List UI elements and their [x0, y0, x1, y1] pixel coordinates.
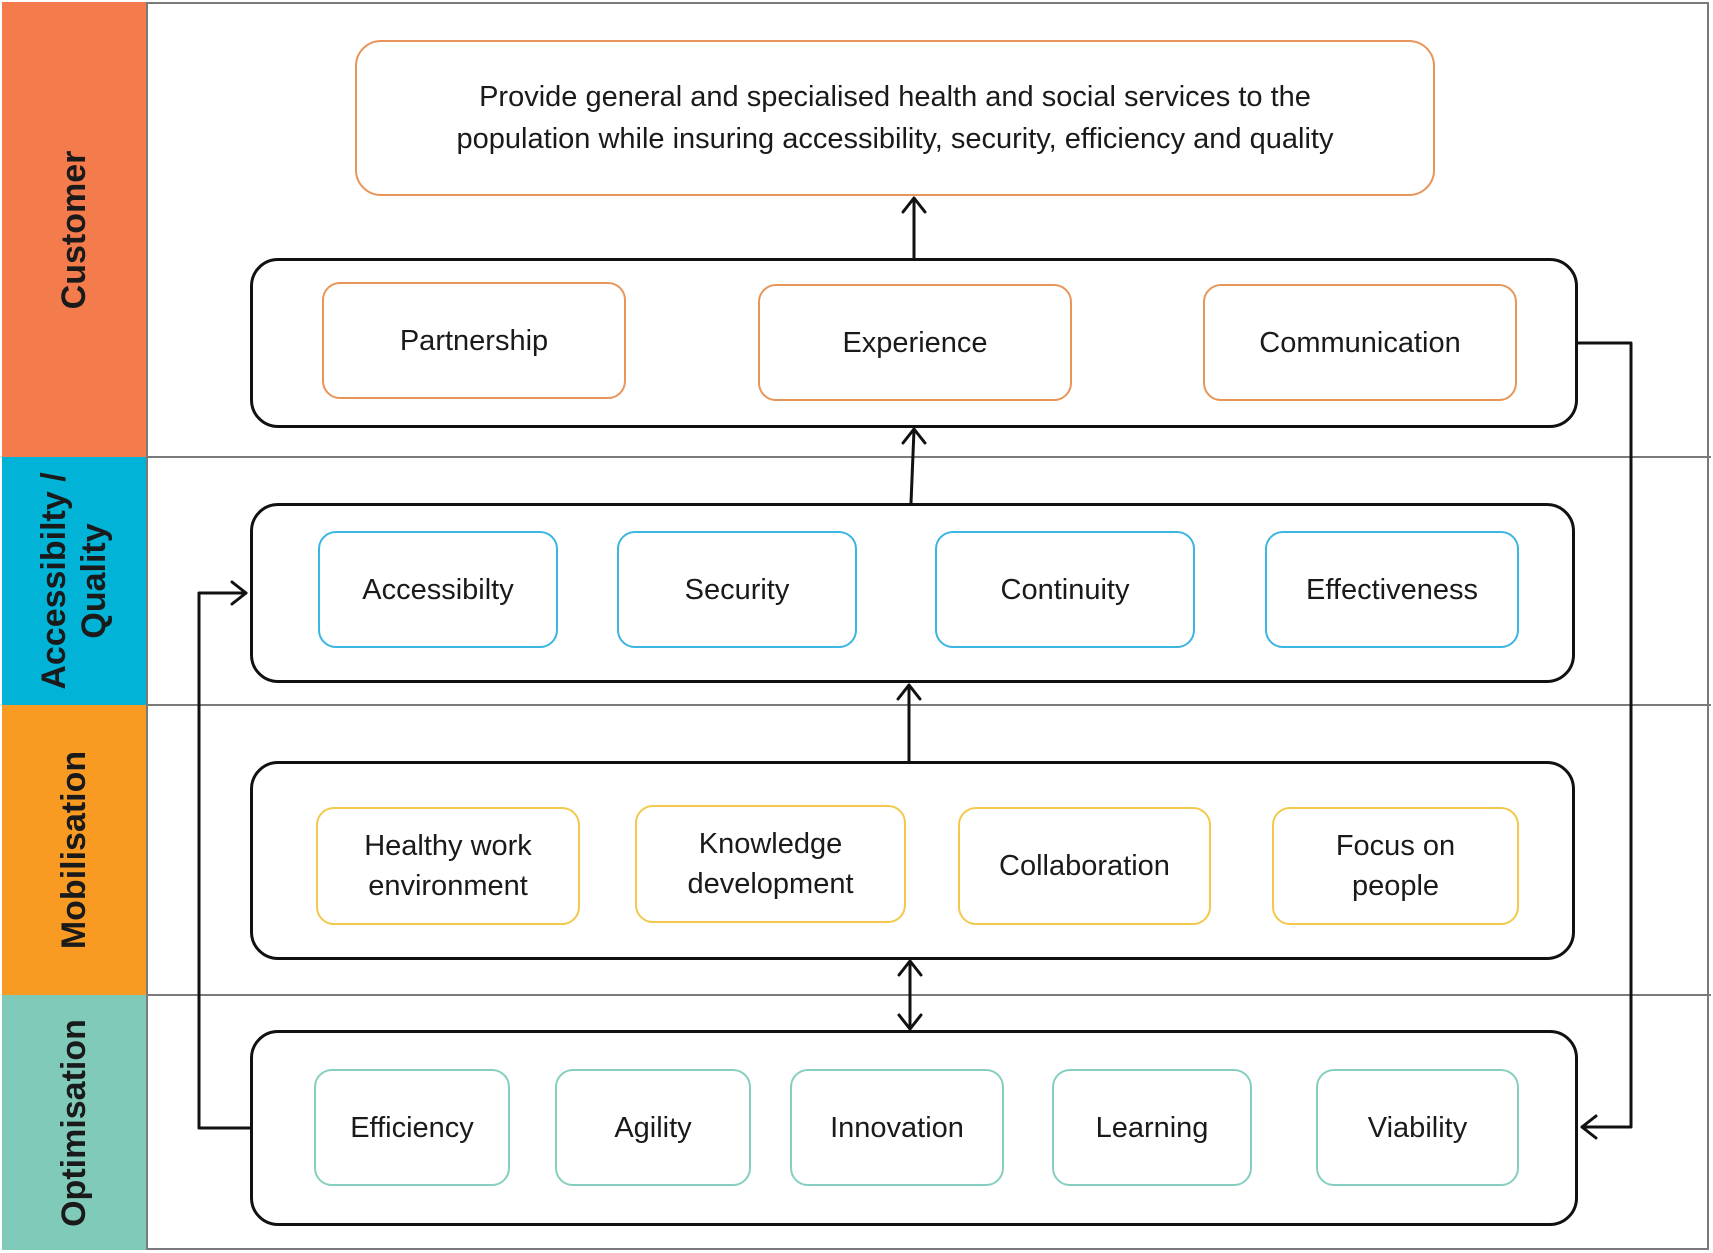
item-partnership: Partnership	[322, 282, 626, 399]
item-collaboration: Collaboration	[958, 807, 1211, 925]
item-innovation: Innovation	[790, 1069, 1004, 1186]
item-effectiveness: Effectiveness	[1265, 531, 1519, 648]
goal-box: Provide general and specialised health a…	[355, 40, 1435, 196]
item-label: Collaboration	[999, 850, 1170, 882]
item-security: Security	[617, 531, 857, 648]
item-agility: Agility	[555, 1069, 751, 1186]
arrow-mobilisation-optimisation-bidirectional	[897, 959, 923, 1031]
arrow-optimisation-to-accessibility	[197, 580, 252, 1130]
lane-optimisation: Optimisation	[2, 995, 148, 1250]
item-label-line: Healthy work	[364, 830, 532, 862]
lane-customer: Customer	[2, 2, 148, 457]
lane-accessibility-quality: Accessibilty / Quality	[2, 457, 148, 705]
item-label: Effectiveness	[1306, 573, 1478, 606]
item-label: Accessibilty	[362, 573, 514, 606]
lane-divider	[148, 456, 1711, 458]
item-label: Partnership	[399, 324, 549, 357]
item-label: Continuity	[1000, 573, 1130, 606]
item-continuity: Continuity	[935, 531, 1195, 648]
item-healthy-work-environment: Healthy work environment	[316, 807, 580, 925]
item-label: Efficiency	[350, 1111, 474, 1144]
item-learning: Learning	[1052, 1069, 1252, 1186]
item-label-line: Focus on	[1335, 830, 1456, 862]
arrow-communication-to-optimisation	[1576, 341, 1633, 1140]
item-label: Experience	[842, 326, 988, 359]
item-communication: Communication	[1203, 284, 1517, 401]
goal-text-line: population while insuring accessibility,…	[456, 123, 1334, 155]
arrow-customer-to-goal	[901, 196, 927, 260]
item-label: Viability	[1367, 1111, 1468, 1144]
item-knowledge-development: Knowledge development	[635, 805, 906, 923]
lane-divider	[148, 994, 1711, 996]
item-label: Learning	[1095, 1111, 1209, 1144]
item-label: Communication	[1259, 326, 1461, 359]
item-label-line: Knowledge	[698, 828, 843, 860]
lane-divider	[148, 704, 1711, 706]
item-label: Security	[684, 573, 790, 606]
lane-mobilisation: Mobilisation	[2, 705, 148, 995]
item-label-line: people	[1351, 870, 1440, 902]
item-label-line: development	[687, 868, 854, 900]
goal-text-line: Provide general and specialised health a…	[479, 81, 1311, 113]
item-accessibilty: Accessibilty	[318, 531, 558, 648]
item-label-line: environment	[368, 870, 528, 902]
item-experience: Experience	[758, 284, 1072, 401]
item-label: Innovation	[830, 1111, 964, 1144]
item-label: Agility	[614, 1111, 692, 1144]
item-focus-on-people: Focus on people	[1272, 807, 1519, 925]
item-efficiency: Efficiency	[314, 1069, 510, 1186]
item-viability: Viability	[1316, 1069, 1519, 1186]
arrow-accessibility-to-customer	[901, 427, 927, 505]
arrow-mobilisation-to-accessibility	[896, 683, 922, 763]
